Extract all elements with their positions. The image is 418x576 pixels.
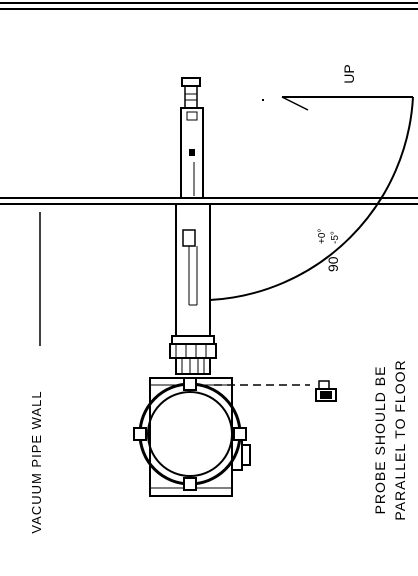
compression-fitting [169,335,217,375]
level-icon [315,380,337,402]
probe-note-line-2: PARALLEL TO FLOOR [392,359,408,520]
angle-tolerance-plus-label: +0° [317,229,328,244]
probe-note-line-1: PROBE SHOULD BE [372,366,388,515]
vacuum-pipe-wall-label: VACUUM PIPE WALL [29,390,44,533]
up-pointer-line [281,96,309,111]
up-label: UP [341,64,357,83]
enclosure [133,377,251,497]
angle-tolerance-minus-label: -5° [330,231,341,244]
angle-arc [209,96,414,301]
probe-tip [180,77,204,199]
probe-body [175,203,211,337]
angle-main-label: 90 [325,256,341,272]
